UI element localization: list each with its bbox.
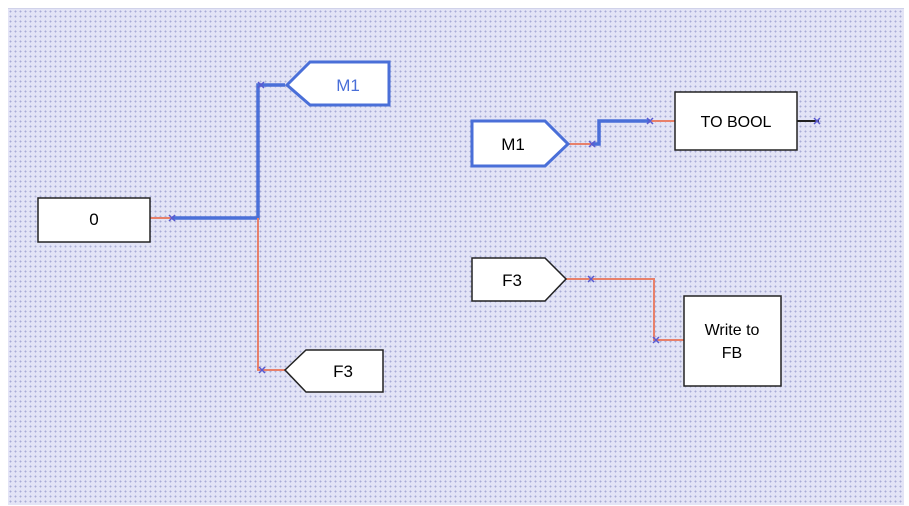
wire-const-to-m1[interactable] bbox=[172, 83, 285, 220]
tag-m1-output[interactable]: M1 bbox=[284, 60, 391, 107]
write-to-fb-block[interactable]: Write to FB bbox=[683, 295, 782, 387]
to-bool-block[interactable]: TO BOOL bbox=[674, 91, 798, 151]
pin-marker-writefb-in[interactable] bbox=[652, 336, 660, 344]
wire-m1-to-tobool[interactable] bbox=[592, 119, 650, 146]
pin-marker-m1-out[interactable] bbox=[588, 140, 596, 148]
pin-markers bbox=[168, 81, 821, 374]
tag-f3-input[interactable]: F3 bbox=[471, 257, 568, 302]
tag-m1-input[interactable]: M1 bbox=[470, 119, 571, 168]
write-fb-label-line2: FB bbox=[722, 345, 742, 362]
tag-f3-output-label: F3 bbox=[333, 362, 353, 381]
pin-marker-tobool-in[interactable] bbox=[646, 117, 654, 125]
pin-marker-m1-in[interactable] bbox=[257, 81, 265, 89]
diagram-svg: 0 M1 F3 M1 F3 TO BOOL Write to FB bbox=[37, 60, 821, 393]
wire-f3-to-writefb[interactable] bbox=[566, 278, 684, 341]
pin-marker-f3-in[interactable] bbox=[258, 366, 266, 374]
diagram-canvas[interactable]: 0 M1 F3 M1 F3 TO BOOL Write to FB bbox=[8, 8, 904, 505]
pin-marker-const-out[interactable] bbox=[168, 214, 176, 222]
tag-m1-input-label: M1 bbox=[501, 135, 525, 154]
wire-const-to-f3[interactable] bbox=[257, 218, 285, 371]
pin-marker-tobool-out[interactable] bbox=[813, 117, 821, 125]
tag-m1-output-label: M1 bbox=[336, 76, 360, 95]
tag-f3-input-label: F3 bbox=[502, 271, 522, 290]
tag-f3-output[interactable]: F3 bbox=[283, 349, 384, 393]
pin-marker-f3-out[interactable] bbox=[587, 275, 595, 283]
write-fb-label-line1: Write to bbox=[705, 322, 760, 339]
const-value: 0 bbox=[89, 210, 98, 229]
to-bool-label: TO BOOL bbox=[701, 114, 772, 131]
const-block[interactable]: 0 bbox=[37, 197, 151, 243]
